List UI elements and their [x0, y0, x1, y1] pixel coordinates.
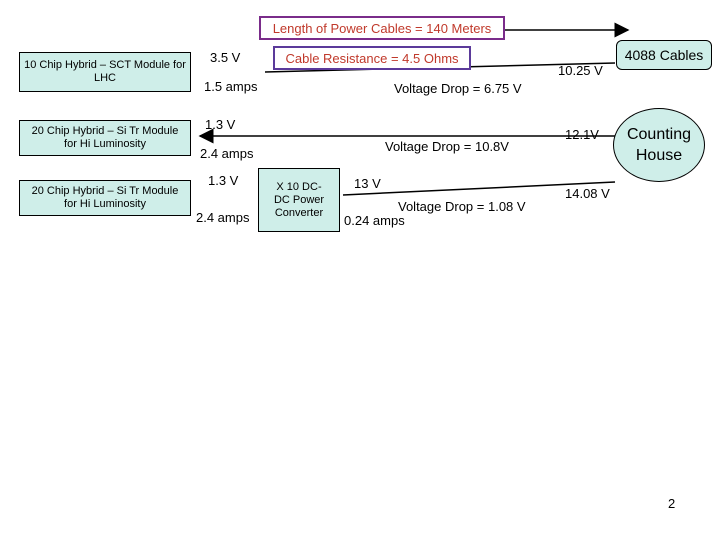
- circuit2-voltage: 1.3 V: [205, 117, 236, 132]
- page-number: 2: [668, 496, 676, 511]
- circuit1-drop: Voltage Drop = 6.75 V: [394, 81, 522, 96]
- counting-house-box: Counting House: [613, 108, 705, 182]
- cable-resistance-label: Cable Resistance = 4.5 Ohms: [285, 50, 459, 66]
- circuit3-voltage: 1.3 V: [208, 173, 239, 188]
- counting-house-label: Counting House: [626, 126, 692, 164]
- cable-length-label: Length of Power Cables = 140 Meters: [272, 20, 492, 36]
- module-label-2: 20 Chip Hybrid – Si Tr Module for Hi Lum…: [31, 125, 179, 150]
- cable-count-label: 4088 Cables: [624, 47, 704, 63]
- circuit3-current: 2.4 amps: [196, 210, 250, 225]
- cable-resistance-box: Cable Resistance = 4.5 Ohms: [273, 46, 471, 70]
- circuit1-voltage: 3.5 V: [210, 50, 241, 65]
- circuit3-end-voltage: 14.08 V: [565, 186, 610, 201]
- cable-line-3: [342, 181, 616, 196]
- circuit2-current: 2.4 amps: [200, 146, 254, 161]
- module-box-1: 10 Chip Hybrid – SCT Module for LHC: [19, 52, 191, 92]
- module-label-1: 10 Chip Hybrid – SCT Module for LHC: [24, 59, 186, 84]
- circuit1-current: 1.5 amps: [204, 79, 258, 94]
- circuit3-converter-current: 0.24 amps: [344, 213, 405, 228]
- module-box-3: 20 Chip Hybrid – Si Tr Module for Hi Lum…: [19, 180, 191, 216]
- cable-length-box: Length of Power Cables = 140 Meters: [259, 16, 505, 40]
- converter-box: X 10 DC-DC Power Converter: [258, 168, 340, 232]
- circuit1-end-voltage: 10.25 V: [558, 63, 603, 78]
- circuit2-end-voltage: 12.1V: [565, 127, 599, 142]
- circuit2-drop: Voltage Drop = 10.8V: [385, 139, 509, 154]
- circuit3-drop: Voltage Drop = 1.08 V: [398, 199, 526, 214]
- module-box-2: 20 Chip Hybrid – Si Tr Module for Hi Lum…: [19, 120, 191, 156]
- module-label-3: 20 Chip Hybrid – Si Tr Module for Hi Lum…: [31, 185, 179, 210]
- converter-label: X 10 DC-DC Power Converter: [273, 180, 325, 219]
- circuit3-converter-voltage: 13 V: [354, 176, 381, 191]
- cable-count-box: 4088 Cables: [616, 40, 712, 70]
